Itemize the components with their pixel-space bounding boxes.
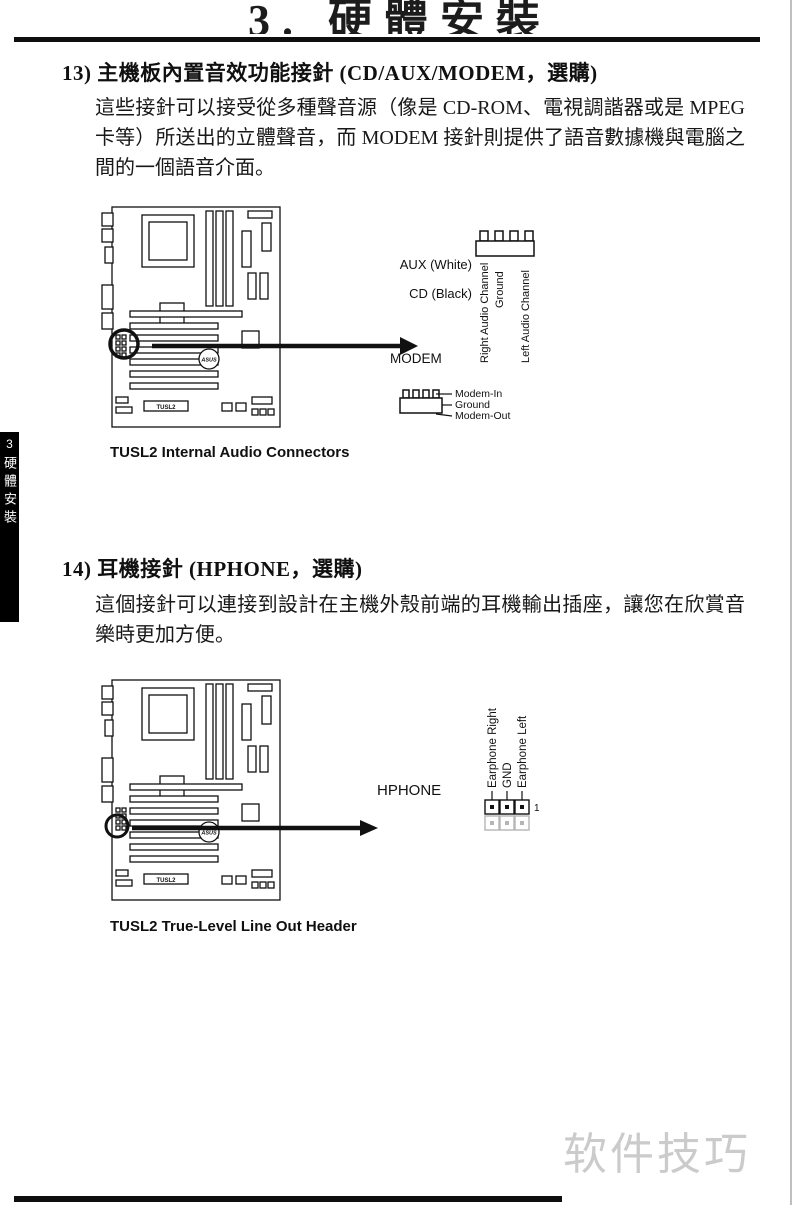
ground-label: Ground: [494, 271, 506, 308]
section-13-heading: 13) 主機板內置音效功能接針 (CD/AUX/MODEM，選購): [62, 61, 598, 85]
section-14-heading: 14) 耳機接針 (HPHONE，選購): [62, 557, 363, 581]
chapter-header: 3. 硬體安裝: [0, 0, 800, 34]
cd-label: CD (Black): [409, 286, 472, 301]
bottom-rule: [14, 1196, 562, 1202]
chapter-side-tab: 3 硬體安裝: [0, 432, 19, 622]
pin-stub-lines: [491, 791, 523, 800]
aux-cd-connector: [475, 230, 535, 257]
left-audio-channel-label: Left Audio Channel: [520, 270, 532, 363]
internal-audio-connectors-diagram: AUX (White) CD (Black) Right Audio Chann…: [101, 206, 535, 428]
pointer-arrow-head: [400, 337, 418, 355]
modem-in-label: Modem-In: [455, 388, 502, 400]
earphone-right-label: Earphone Right: [487, 707, 499, 788]
aux-label: AUX (White): [400, 257, 472, 272]
earphone-left-label: Earphone Left: [517, 715, 529, 788]
pointer-arrow-head: [360, 820, 378, 836]
page-edge-line: [790, 0, 792, 1205]
watermark-text: 软件技巧: [563, 1130, 751, 1179]
highlight-circle: [104, 813, 130, 839]
modem-connector: [399, 389, 443, 414]
right-audio-channel-label: Right Audio Channel: [479, 263, 491, 363]
section-14-body: 這個接針可以連接到設計在主機外殼前端的耳機輸出插座，讓您在欣賞音樂時更加方便。: [95, 594, 745, 646]
highlight-circle: [108, 328, 140, 360]
hphone-label: HPHONE: [377, 782, 441, 799]
section-13-body: 這些接針可以接受從多種聲音源（像是 CD-ROM、電視調諧器或是 MPEG 卡等…: [95, 97, 745, 179]
diagram-2-caption: TUSL2 True-Level Line Out Header: [110, 918, 357, 935]
gnd-label: GND: [502, 762, 514, 788]
chapter-title: 3. 硬體安裝: [248, 0, 552, 34]
modem-pin-lines: [435, 393, 453, 417]
diagram-1-caption: TUSL2 Internal Audio Connectors: [110, 444, 350, 461]
motherboard-diagram-1: [101, 206, 281, 428]
chapter-number: 3: [6, 437, 13, 451]
hphone-header-diagram: HPHONE Earphone Right GND Earphone Left: [101, 679, 540, 901]
hphone-pin-header: [484, 799, 530, 831]
modem-label: MODEM: [390, 351, 442, 366]
top-rule: [14, 37, 760, 42]
modem-out-label: Modem-Out: [455, 410, 511, 422]
motherboard-diagram-2: [101, 679, 281, 901]
pin1-label: 1: [534, 803, 540, 814]
chapter-tab-label: 硬體安裝: [2, 456, 17, 528]
modem-ground-label: Ground: [455, 399, 490, 411]
